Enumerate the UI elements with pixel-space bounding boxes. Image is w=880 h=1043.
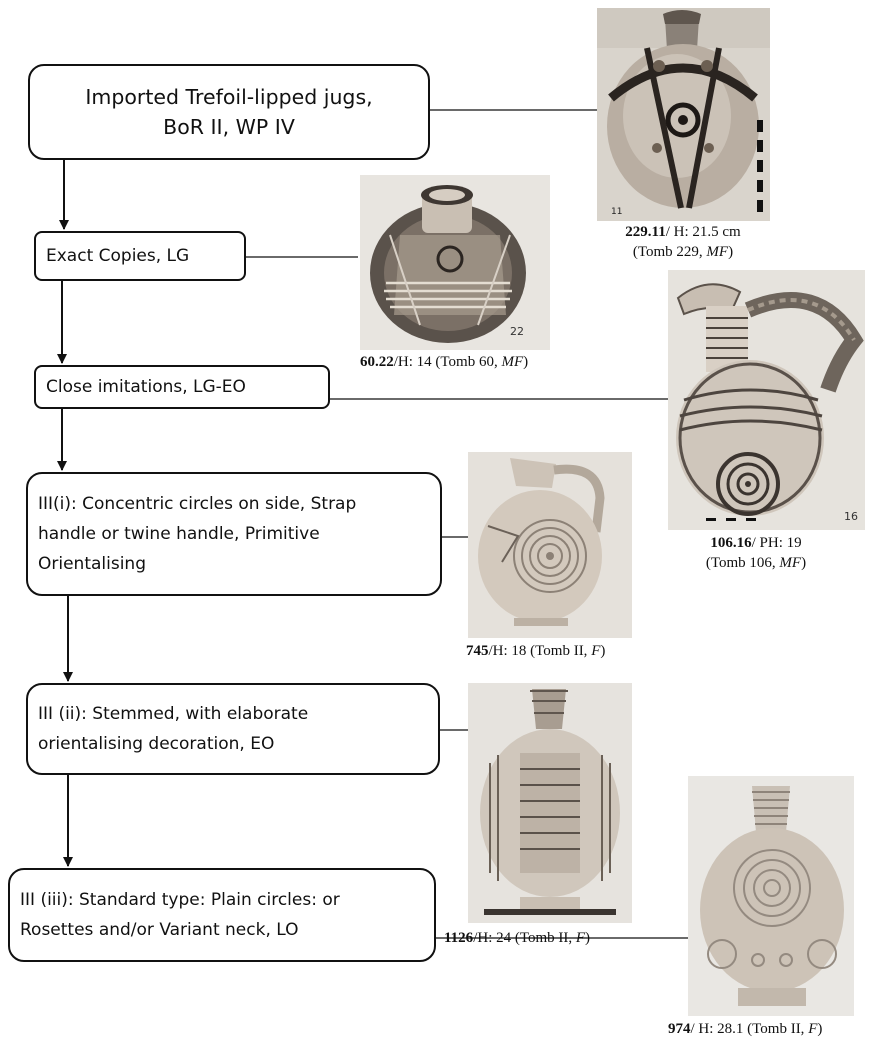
jug-photo-229-11: 11 [597, 8, 770, 221]
jug-photo-745 [468, 452, 632, 638]
caption-text: ) [523, 354, 528, 370]
type-box-imported: Imported Trefoil-lipped jugs, BoR II, WP… [28, 64, 430, 160]
caption-italic: MF [501, 354, 523, 370]
box-line: III(i): Concentric circles on side, Stra… [38, 489, 356, 519]
type-box-close-imitations: Close imitations, LG-EO [34, 365, 330, 409]
type-box-exact-copies: Exact Copies, LG [34, 231, 246, 281]
caption-745: 745/H: 18 (Tomb II, F) [466, 641, 656, 661]
box-line: Close imitations, LG-EO [46, 377, 246, 397]
box-line: Orientalising [38, 549, 356, 579]
jug-photo-60-22: 22 [360, 175, 550, 350]
caption-text: ) [817, 1021, 822, 1037]
box-line: III (ii): Stemmed, with elaborate [38, 699, 308, 729]
box-line: Rosettes and/or Variant neck, LO [20, 915, 340, 945]
jug-photo-974 [688, 776, 854, 1016]
caption-text: ) [600, 643, 605, 659]
caption-text: / H: 28.1 (Tomb II, [691, 1021, 809, 1037]
caption-text: / PH: 19 [752, 535, 802, 551]
box-line: Imported Trefoil-lipped jugs, [85, 82, 372, 112]
box-line: handle or twine handle, Primitive [38, 519, 356, 549]
box-line: orientalising decoration, EO [38, 729, 308, 759]
jug-photo-1126 [468, 683, 632, 923]
caption-id: 229.11 [625, 224, 665, 240]
caption-text: ) [585, 930, 590, 946]
box-line: III (iii): Standard type: Plain circles:… [20, 885, 340, 915]
caption-text: ) [728, 244, 733, 260]
caption-id: 974 [668, 1021, 691, 1037]
caption-id: 60.22 [360, 354, 394, 370]
caption-italic: MF [706, 244, 728, 260]
photo-number-label: 22 [510, 325, 524, 338]
photo-number-label: 16 [844, 510, 858, 523]
type-box-iii-iii: III (iii): Standard type: Plain circles:… [8, 868, 436, 962]
caption-974: 974/ H: 28.1 (Tomb II, F) [668, 1019, 878, 1039]
caption-106-16: 106.16/ PH: 19 (Tomb 106, MF) [640, 533, 872, 573]
caption-text: / H: 21.5 cm [666, 224, 741, 240]
caption-229-11: 229.11/ H: 21.5 cm (Tomb 229, MF) [590, 222, 776, 262]
caption-italic: F [808, 1021, 817, 1037]
caption-60-22: 60.22/H: 14 (Tomb 60, MF) [360, 352, 568, 372]
box-line: BoR II, WP IV [85, 112, 372, 142]
caption-italic: F [591, 643, 600, 659]
caption-text: /H: 18 (Tomb II, [489, 643, 592, 659]
caption-text: ) [801, 555, 806, 571]
caption-1126: 1126/H: 24 (Tomb II, F) [444, 928, 656, 948]
caption-id: 1126 [444, 930, 473, 946]
caption-text: (Tomb 229, [633, 244, 707, 260]
caption-italic: F [576, 930, 585, 946]
photo-number-label: 11 [611, 207, 622, 217]
caption-id: 745 [466, 643, 489, 659]
caption-text: /H: 24 (Tomb II, [473, 930, 576, 946]
type-box-iii-ii: III (ii): Stemmed, with elaborate orient… [26, 683, 440, 775]
type-box-iii-i: III(i): Concentric circles on side, Stra… [26, 472, 442, 596]
caption-id: 106.16 [710, 535, 751, 551]
jug-photo-106-16: 16 [668, 270, 865, 530]
box-line: Exact Copies, LG [46, 246, 189, 266]
caption-italic: MF [779, 555, 801, 571]
caption-text: /H: 14 (Tomb 60, [394, 354, 502, 370]
caption-text: (Tomb 106, [706, 555, 780, 571]
